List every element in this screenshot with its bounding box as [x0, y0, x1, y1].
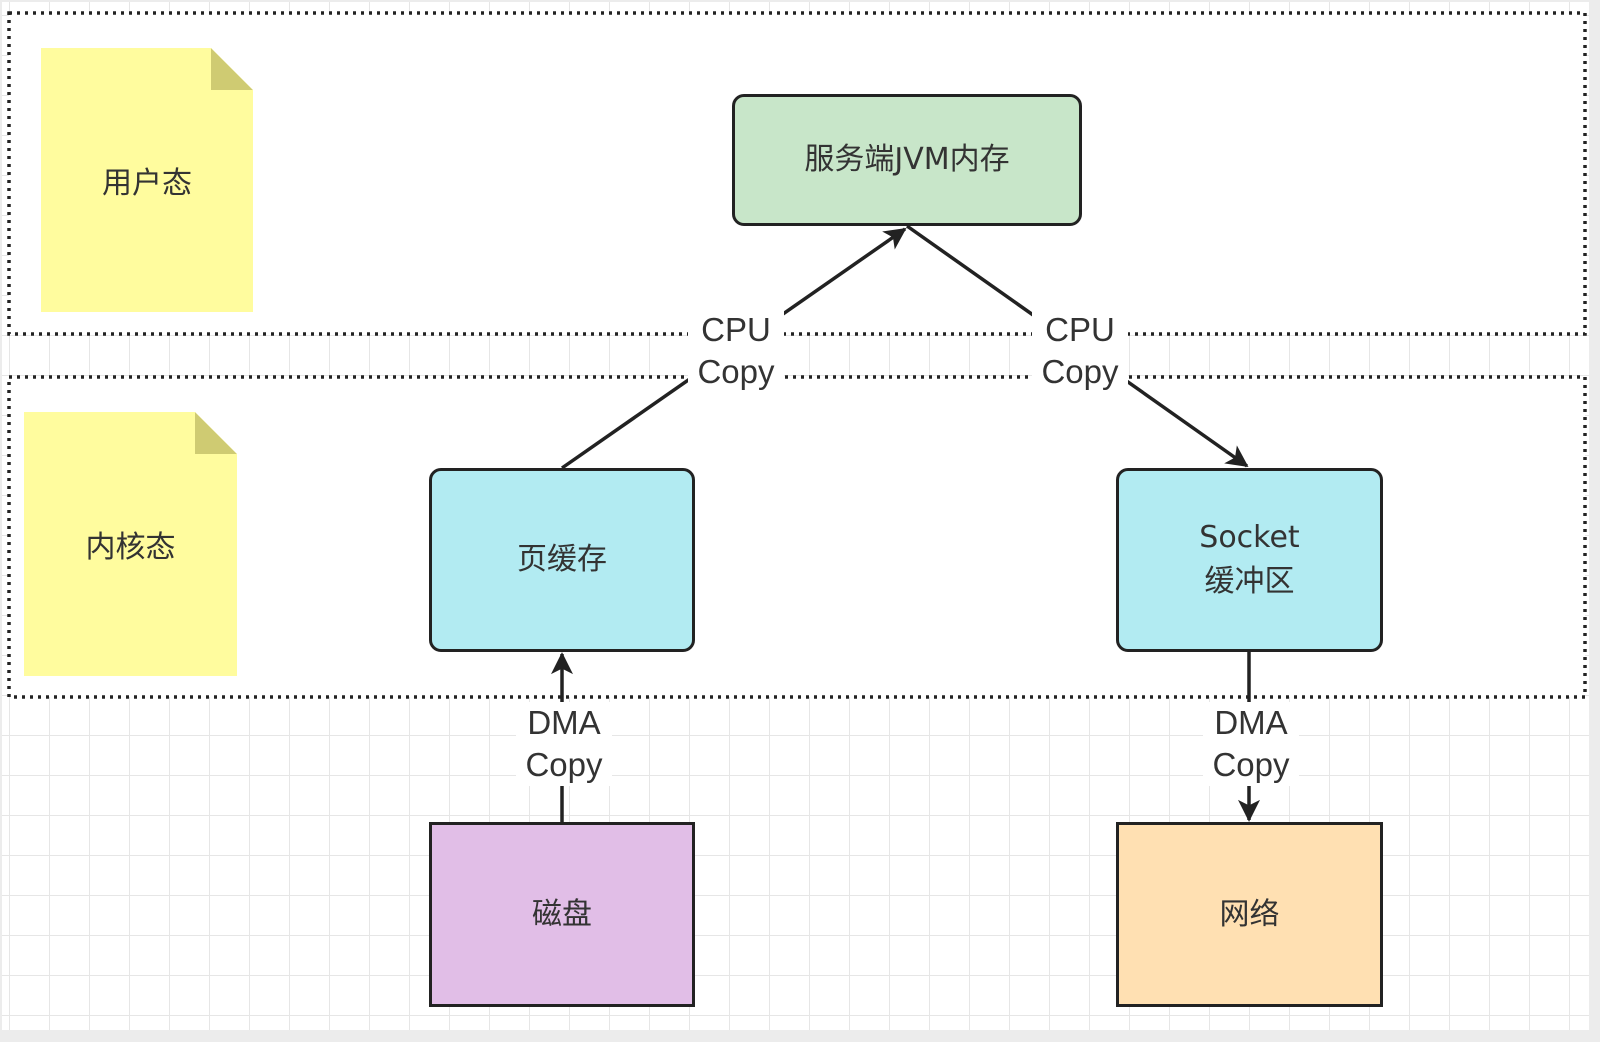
edge-label-line2: Copy [525, 746, 603, 783]
user-space-label: 用户态 [102, 166, 192, 201]
edge-label-line2: Copy [1041, 353, 1119, 390]
socket-buffer-node: Socket 缓冲区 [1116, 468, 1383, 652]
network-label: 网络 [1219, 896, 1280, 932]
edge-label-dma-copy-to-network: DMA Copy [1203, 702, 1299, 786]
jvm-memory-node: 服务端JVM内存 [732, 94, 1082, 226]
page-cache-label: 页缓存 [517, 542, 607, 577]
disk-node: 磁盘 [429, 822, 695, 1007]
kernel-space-note: 内核态 [24, 412, 237, 676]
edge-label-line2: Copy [1212, 746, 1290, 783]
socket-buffer-label-line1: Socket [1199, 520, 1300, 555]
kernel-space-label: 内核态 [85, 530, 176, 565]
disk-label: 磁盘 [532, 896, 592, 932]
page-cache-node: 页缓存 [429, 468, 695, 652]
jvm-memory-label: 服务端JVM内存 [804, 142, 1010, 177]
edge-label-line2: Copy [697, 353, 775, 390]
edge-label-cpu-copy-to-jvm: CPU Copy [688, 309, 784, 393]
edge-label-line1: CPU [701, 311, 771, 348]
network-node: 网络 [1116, 822, 1383, 1007]
edge-label-line1: DMA [527, 704, 601, 741]
edge-label-cpu-copy-to-socket: CPU Copy [1032, 309, 1128, 393]
edge-label-line1: CPU [1045, 311, 1115, 348]
edge-label-dma-copy-from-disk: DMA Copy [516, 702, 612, 786]
edge-label-line1: DMA [1214, 704, 1288, 741]
socket-buffer-label-line2: 缓冲区 [1204, 564, 1295, 599]
